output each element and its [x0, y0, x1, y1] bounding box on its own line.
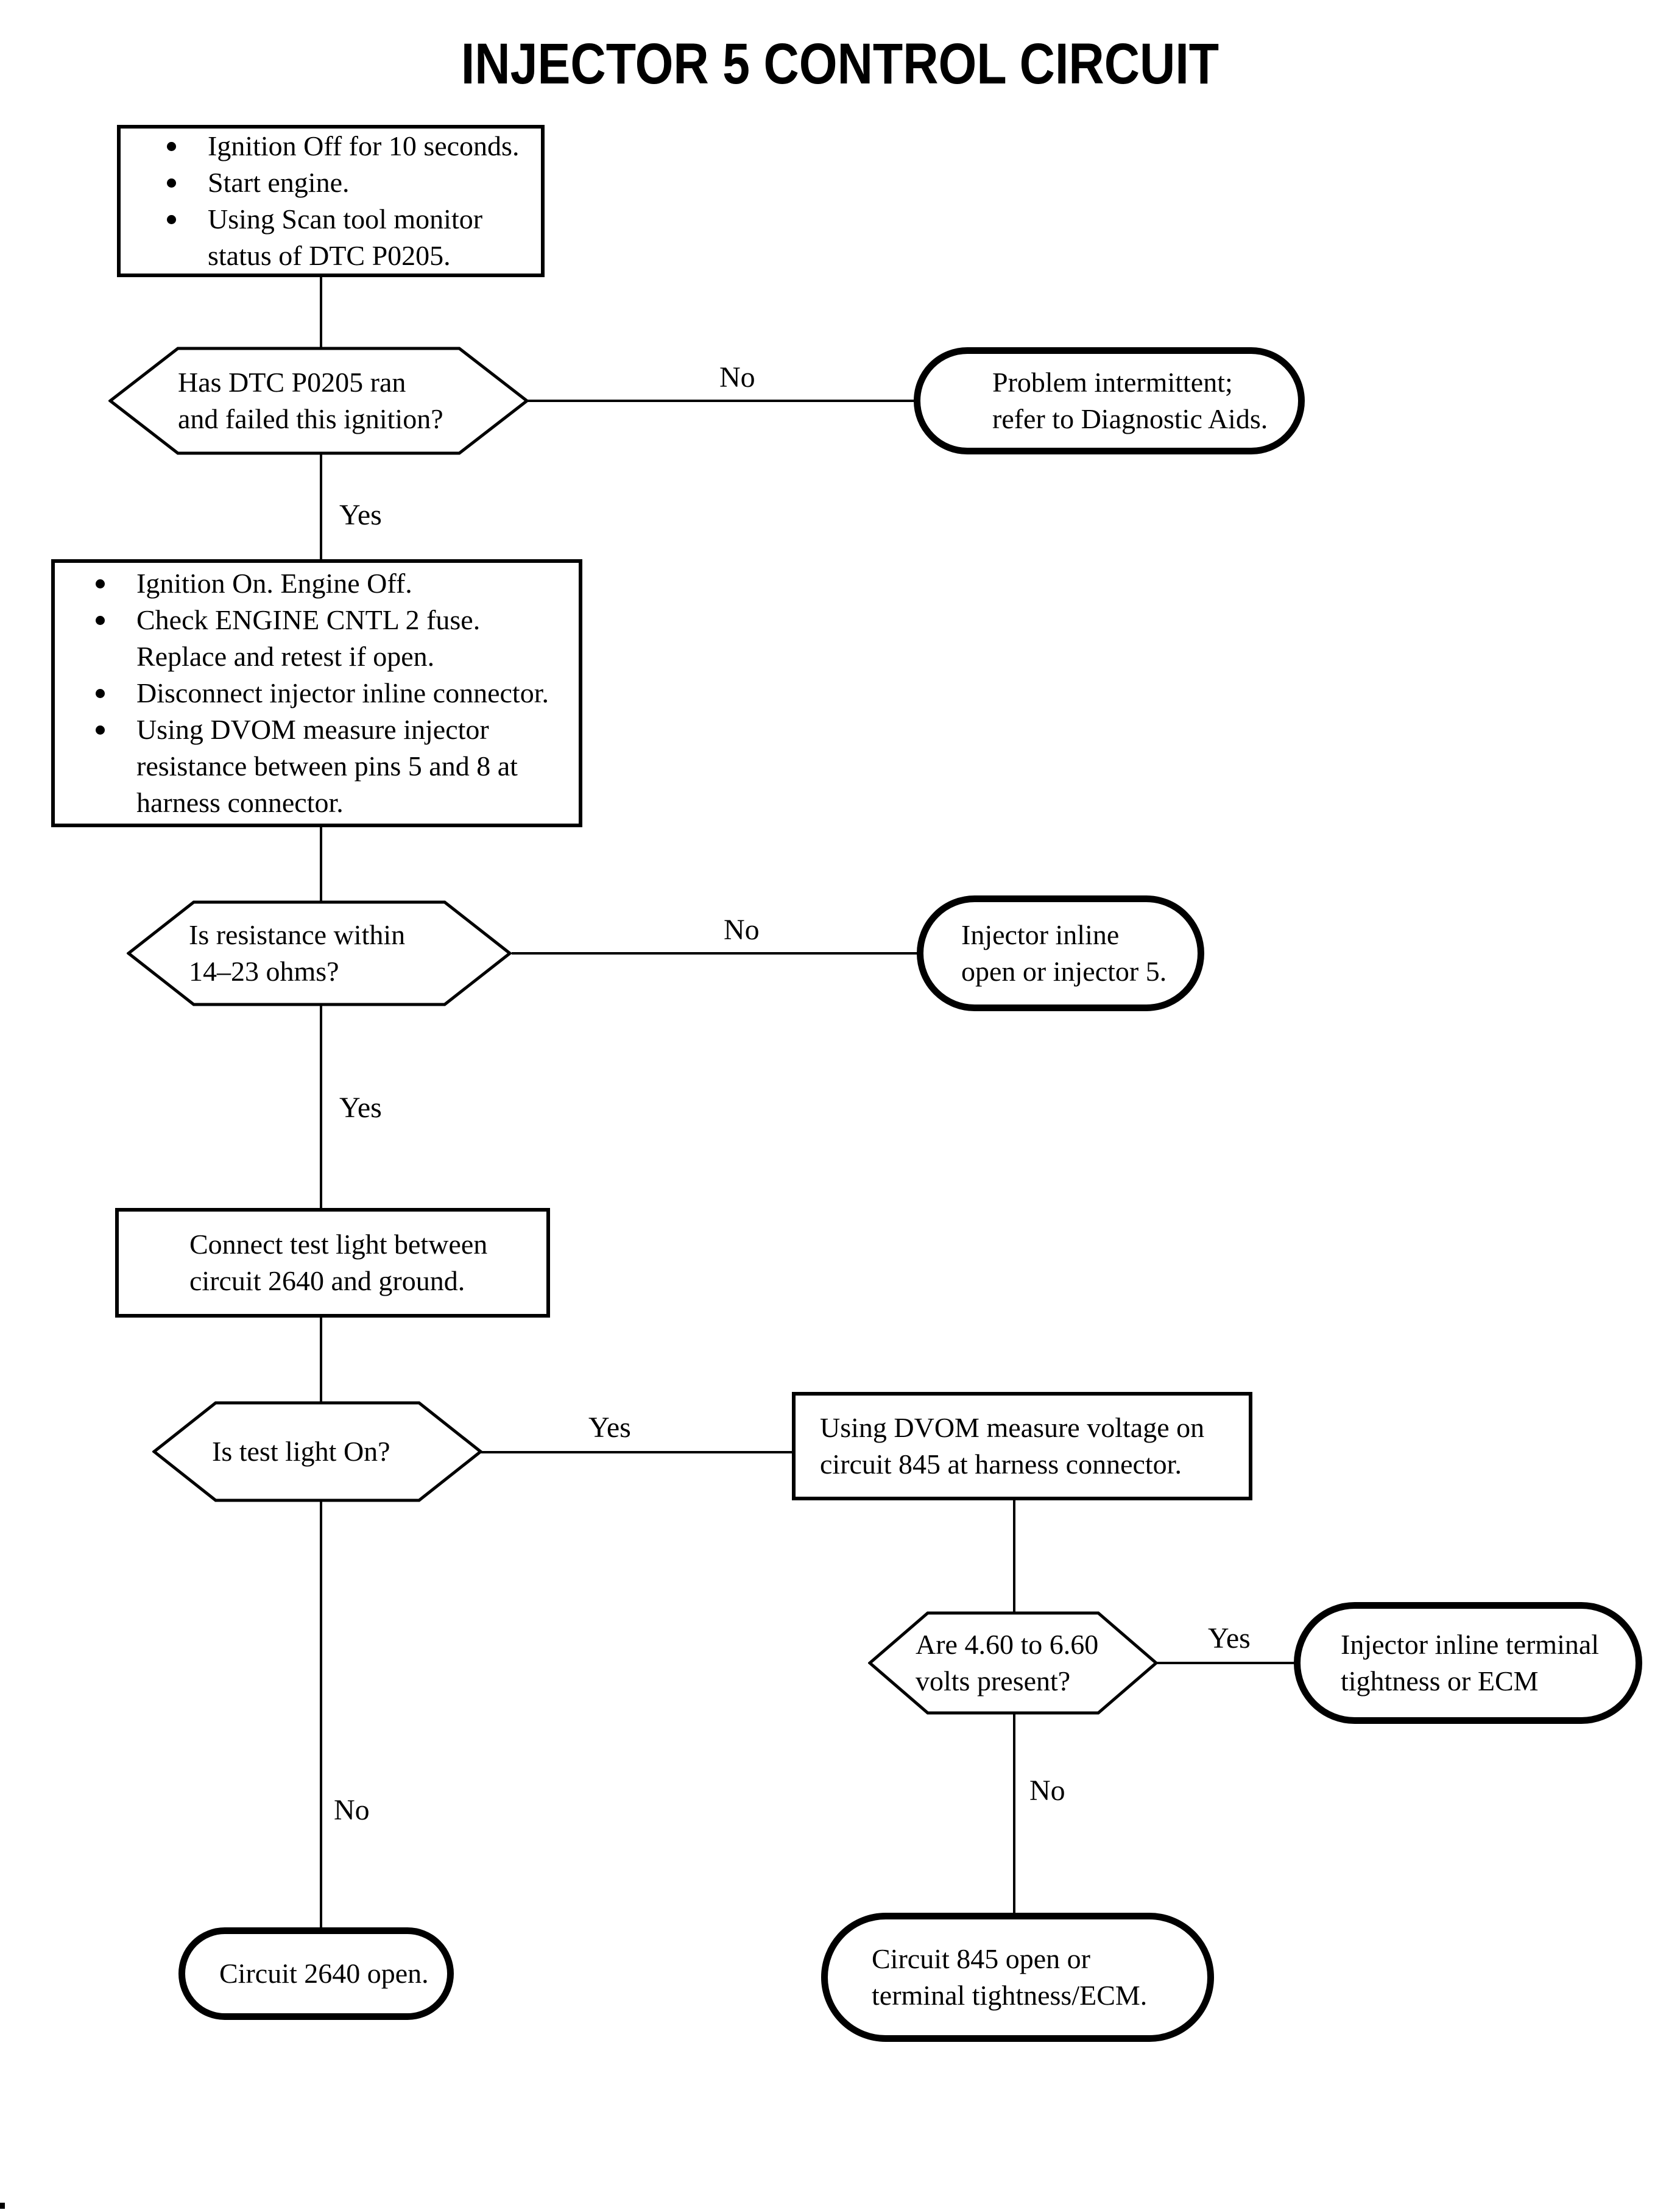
process-step-line: Replace and retest if open.	[136, 641, 435, 672]
decision-line: Is resistance within	[189, 919, 406, 950]
terminator-line: open or injector 5.	[961, 956, 1167, 987]
hexagon-shape	[152, 1401, 482, 1502]
connector-test-light-decision-to-circuit-2640	[320, 1501, 322, 1931]
terminator-line: Injector inline	[961, 919, 1120, 950]
process-line: Connect test light between	[189, 1229, 488, 1260]
bullet-item: Disconnect injector inline connector.	[96, 675, 566, 711]
process-step-line: resistance between pins 5 and 8 at	[136, 750, 518, 782]
terminator-line: Problem intermittent;	[992, 367, 1233, 398]
bullet-item: Start engine.	[167, 164, 529, 201]
process-step-line: Using DVOM measure injector	[136, 714, 489, 745]
process-start-steps: Ignition Off for 10 seconds. Start engin…	[117, 125, 545, 277]
terminator-injector-open: Injector inline open or injector 5.	[917, 895, 1204, 1011]
process-step-line: Ignition On. Engine Off.	[136, 568, 412, 599]
connector-volts-decision-yes	[1155, 1662, 1297, 1664]
process-step-line: Disconnect injector inline connector.	[136, 677, 549, 708]
edge-label-yes-resistance: Yes	[339, 1092, 382, 1124]
hexagon-shape	[127, 900, 512, 1006]
process-step-line: Start engine.	[208, 167, 350, 198]
terminator-line: tightness or ECM	[1341, 1665, 1539, 1696]
hexagon-shape	[108, 347, 529, 455]
connector-resistance-decision-to-test-light	[320, 1005, 322, 1209]
process-step-line: harness connector.	[136, 787, 344, 818]
bullet-icon	[96, 579, 105, 588]
decision-line: Are 4.60 to 6.60	[916, 1629, 1099, 1660]
hexagon-shape	[868, 1611, 1158, 1715]
connector-resistance-decision-no	[512, 952, 928, 955]
edge-label-yes-volts: Yes	[1208, 1622, 1251, 1654]
terminator-line: Circuit 845 open or	[872, 1943, 1090, 1974]
decision-line: and failed this ignition?	[178, 403, 443, 434]
connector-check-steps-to-resistance-decision	[320, 825, 322, 902]
bullet-icon	[96, 616, 105, 625]
decision-resistance: Is resistance within 14–23 ohms?	[127, 900, 512, 1006]
terminator-line: Injector inline terminal	[1341, 1629, 1600, 1660]
terminator-problem-intermittent: Problem intermittent; refer to Diagnosti…	[914, 347, 1305, 454]
process-line: Using DVOM measure voltage on	[820, 1412, 1205, 1443]
decision-dtc-ran: Has DTC P0205 ran and failed this igniti…	[108, 347, 529, 455]
bullet-icon	[167, 215, 176, 224]
decision-test-light: Is test light On?	[152, 1401, 482, 1502]
edge-label-yes-test-light: Yes	[588, 1411, 631, 1444]
edge-label-yes-dtc: Yes	[339, 499, 382, 531]
decision-volts: Are 4.60 to 6.60 volts present?	[868, 1611, 1158, 1715]
process-step-line: Ignition Off for 10 seconds.	[208, 130, 520, 161]
process-step-line: Using Scan tool monitor	[208, 203, 483, 235]
terminator-line: Circuit 2640 open.	[219, 1958, 429, 1989]
edge-label-no-dtc: No	[719, 361, 755, 394]
bullet-item: Ignition On. Engine Off.	[96, 565, 566, 602]
decision-line: volts present?	[916, 1665, 1071, 1696]
bullet-icon	[167, 142, 176, 151]
process-test-light: Connect test light between circuit 2640 …	[115, 1208, 550, 1318]
decision-line: 14–23 ohms?	[189, 956, 339, 987]
connector-test-light-to-test-light-decision	[320, 1316, 322, 1403]
decision-line: Is test light On?	[212, 1436, 390, 1467]
connector-dtc-decision-no	[528, 400, 917, 402]
bullet-item: Ignition Off for 10 seconds.	[167, 128, 529, 164]
scan-artifact	[0, 2203, 5, 2209]
bullet-item: Using DVOM measure injector resistance b…	[96, 711, 566, 821]
decision-line: Has DTC P0205 ran	[178, 367, 406, 398]
bullet-icon	[167, 178, 176, 188]
bullet-icon	[96, 725, 105, 735]
page-title: INJECTOR 5 CONTROL CIRCUIT	[461, 32, 1219, 96]
terminator-terminal-tightness: Injector inline terminal tightness or EC…	[1294, 1602, 1642, 1724]
bullet-item: Using Scan tool monitor status of DTC P0…	[167, 201, 529, 274]
terminator-line: terminal tightness/ECM.	[872, 1980, 1148, 2011]
process-check-steps: Ignition On. Engine Off. Check ENGINE CN…	[51, 559, 582, 827]
process-step-line: status of DTC P0205.	[208, 240, 451, 271]
connector-start-to-dtc-decision	[320, 275, 322, 350]
connector-volts-decision-to-circuit-845	[1013, 1713, 1015, 1916]
connector-dvom-to-volts-decision	[1013, 1499, 1015, 1612]
process-line: circuit 845 at harness connector.	[820, 1449, 1182, 1480]
terminator-circuit-845-open: Circuit 845 open or terminal tightness/E…	[821, 1913, 1214, 2042]
connector-test-light-decision-yes	[481, 1451, 796, 1453]
bullet-item: Check ENGINE CNTL 2 fuse. Replace and re…	[96, 602, 566, 675]
process-dvom-voltage: Using DVOM measure voltage on circuit 84…	[792, 1392, 1252, 1500]
terminator-circuit-2640-open: Circuit 2640 open.	[178, 1927, 454, 2020]
process-line: circuit 2640 and ground.	[189, 1265, 465, 1296]
edge-label-no-test-light: No	[334, 1794, 370, 1826]
edge-label-no-resistance: No	[724, 914, 760, 946]
process-step-line: Check ENGINE CNTL 2 fuse.	[136, 604, 481, 635]
connector-dtc-decision-to-check-steps	[320, 454, 322, 560]
terminator-line: refer to Diagnostic Aids.	[992, 403, 1268, 434]
edge-label-no-volts: No	[1029, 1774, 1065, 1807]
bullet-icon	[96, 689, 105, 698]
